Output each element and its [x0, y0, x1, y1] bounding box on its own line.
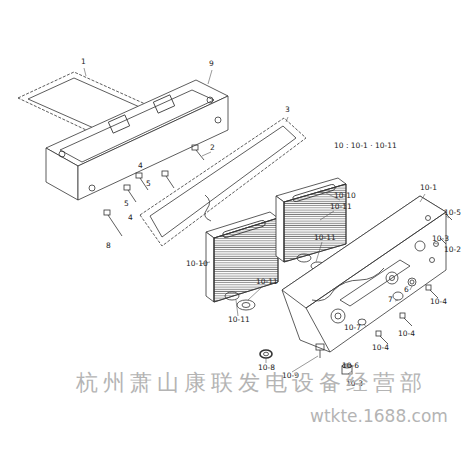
callout-number: 4 [128, 214, 133, 222]
callout-number: 5 [146, 180, 151, 188]
callout-number: 10-7 [344, 324, 361, 332]
callout-number: 9 [209, 60, 214, 68]
callout-number: 6 [404, 286, 409, 294]
callout-number: 3 [285, 106, 290, 114]
callout-number: 7 [388, 296, 393, 304]
callout-number: 10-5 [444, 209, 461, 217]
callout-number: 10-4 [430, 298, 447, 306]
callout-number: 10-11 [256, 278, 278, 286]
watermark: 杭州萧山康联发电设备经营部 [76, 372, 427, 394]
watermark-url: wtkte.1688.com [310, 408, 448, 425]
callout-number: 10-4 [372, 344, 389, 352]
callout-number: 10-6 [342, 362, 359, 370]
callout-number: 1 [81, 58, 86, 66]
callout-number: 10-10 [186, 260, 208, 268]
callout-number: 10-3 [432, 235, 449, 243]
callout-number: 2 [210, 144, 215, 152]
callout-number: 10-8 [258, 364, 275, 372]
callout-number: 8 [106, 242, 111, 250]
callout-number: 10-2 [444, 246, 461, 254]
callout-number: 10-11 [314, 234, 336, 242]
callout-number: 10-10 [334, 192, 356, 200]
callout-number: 5 [124, 200, 129, 208]
callout-number: 10 : 10-1 · 10-11 [334, 142, 397, 150]
callout-number: 4 [138, 162, 143, 170]
callout-number: 10-11 [228, 316, 250, 324]
callout-number: 10-11 [330, 203, 352, 211]
callout-number: 10-1 [420, 184, 437, 192]
callout-number: 10-4 [398, 330, 415, 338]
